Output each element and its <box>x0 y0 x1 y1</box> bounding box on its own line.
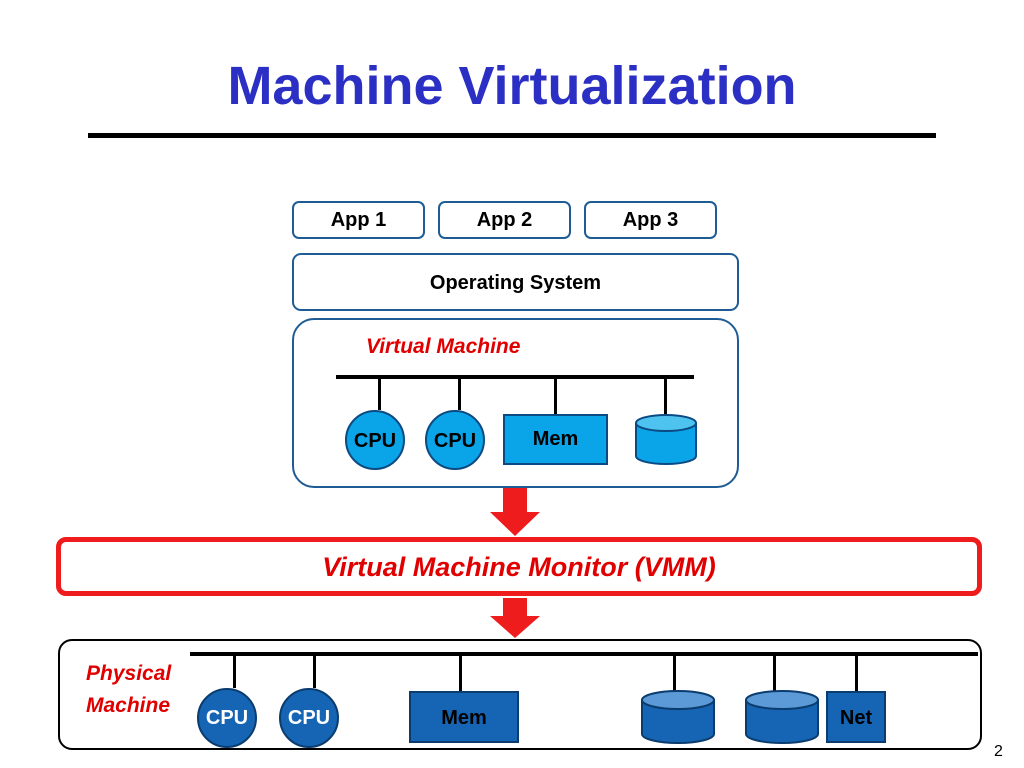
pm-cpu-2: CPU <box>279 688 339 748</box>
page-number: 2 <box>994 743 1003 760</box>
vm-bus-connector <box>458 378 461 410</box>
pm-bus-connector <box>233 655 236 688</box>
app-2-box: App 2 <box>438 201 571 239</box>
vm-cpu-1: CPU <box>345 410 405 470</box>
vm-bus-connector <box>664 378 667 414</box>
arrow-down-icon <box>490 488 540 536</box>
pm-network: Net <box>826 691 886 743</box>
pm-disk-icon <box>641 690 715 744</box>
title-underline <box>88 133 936 138</box>
pm-bus-line <box>190 652 978 656</box>
vm-bus-connector <box>378 378 381 410</box>
vm-cpu-2: CPU <box>425 410 485 470</box>
app-1-box: App 1 <box>292 201 425 239</box>
operating-system-box: Operating System <box>292 253 739 311</box>
vm-disk-icon <box>635 414 697 465</box>
vm-bus-line <box>336 375 694 379</box>
pm-cpu-1: CPU <box>197 688 257 748</box>
pm-bus-connector <box>855 655 858 691</box>
pm-bus-connector <box>313 655 316 688</box>
physical-machine-label: Physical <box>86 662 172 685</box>
pm-memory: Mem <box>409 691 519 743</box>
pm-disk-icon <box>745 690 819 744</box>
virtual-machine-label: Virtual Machine <box>366 335 521 358</box>
physical-machine-label: Machine <box>86 694 171 717</box>
pm-bus-connector <box>673 655 676 691</box>
app-3-box: App 3 <box>584 201 717 239</box>
vm-bus-connector <box>554 378 557 414</box>
pm-bus-connector <box>459 655 462 691</box>
pm-bus-connector <box>773 655 776 691</box>
arrow-down-icon <box>490 598 540 638</box>
vm-memory: Mem <box>503 414 608 465</box>
slide-title: Machine Virtualization <box>227 56 797 116</box>
vmm-box: Virtual Machine Monitor (VMM) <box>56 537 982 596</box>
